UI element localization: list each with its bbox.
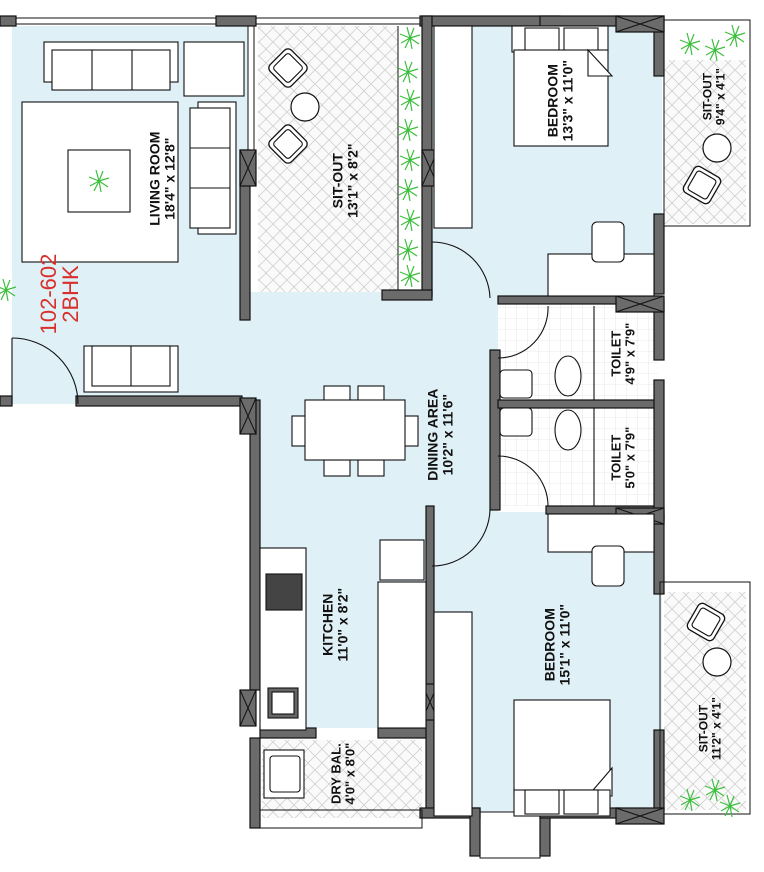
doors <box>11 241 549 567</box>
room-label-sitout-top: SIT-OUT 13'1" x 8'2" <box>329 126 360 236</box>
unit-type: 2BHK <box>58 265 83 323</box>
room-name: SIT-OUT <box>700 72 715 121</box>
dining-furniture <box>291 385 419 477</box>
kitchen-fixtures <box>259 539 427 799</box>
room-name: KITCHEN <box>319 593 336 656</box>
room-label-toilet-top: TOILET 4'9" x 7'9" <box>608 314 637 394</box>
unit-number: 102-602 <box>36 253 61 335</box>
room-size: 11'2" x 4'1" <box>709 697 723 761</box>
bedroom-bottom-furniture <box>433 513 655 817</box>
room-label-living: LIVING ROOM 18'4" x 12'8" <box>146 119 177 239</box>
room-name: SIT-OUT <box>696 704 711 753</box>
room-name: TOILET <box>608 434 624 481</box>
room-label-dining: DINING AREA 10'2" x 11'6" <box>424 380 455 490</box>
room-label-bedroom-bottom: BEDROOM 15'1" x 11'0" <box>541 590 572 700</box>
room-label-drybal: DRY BAL. 4'0" x 8'0" <box>328 729 357 819</box>
room-size: 15'1" x 11'0" <box>556 603 572 686</box>
room-size: 10'2" x 11'6" <box>439 393 455 476</box>
room-label-bedroom-top: BEDROOM 13'3" x 11'0" <box>544 46 575 156</box>
room-size: 4'0" x 8'0" <box>342 742 357 805</box>
room-name: BEDROOM <box>541 608 558 682</box>
room-size: 4'9" x 7'9" <box>622 322 637 385</box>
bedroom-top-furniture <box>433 25 655 297</box>
room-size: 5'0" x 7'9" <box>622 426 637 489</box>
room-name: DINING AREA <box>424 388 441 481</box>
room-name: LIVING ROOM <box>146 131 163 226</box>
room-label-sitout-top-right: SIT-OUT 9'4" x 4'1" <box>700 57 727 137</box>
room-size: 18'4" x 12'8" <box>161 137 177 220</box>
room-size: 9'4" x 4'1" <box>713 68 727 126</box>
sitout-furniture <box>266 46 732 677</box>
room-size: 13'3" x 11'0" <box>559 59 575 142</box>
room-label-toilet-bottom: TOILET 5'0" x 7'9" <box>608 418 637 498</box>
room-name: DRY BAL. <box>328 743 344 804</box>
room-label-sitout-bottom-right: SIT-OUT 11'2" x 4'1" <box>696 684 723 774</box>
room-label-kitchen: KITCHEN 11'0" x 8'2" <box>319 575 350 675</box>
unit-label: 102-602 2BHK <box>36 244 83 344</box>
room-name: BEDROOM <box>544 64 561 138</box>
room-size: 11'0" x 8'2" <box>334 587 350 662</box>
room-size: 13'1" x 8'2" <box>344 143 360 218</box>
room-name: TOILET <box>608 330 624 377</box>
room-name: SIT-OUT <box>329 153 346 209</box>
toilet-fixtures <box>499 306 595 506</box>
